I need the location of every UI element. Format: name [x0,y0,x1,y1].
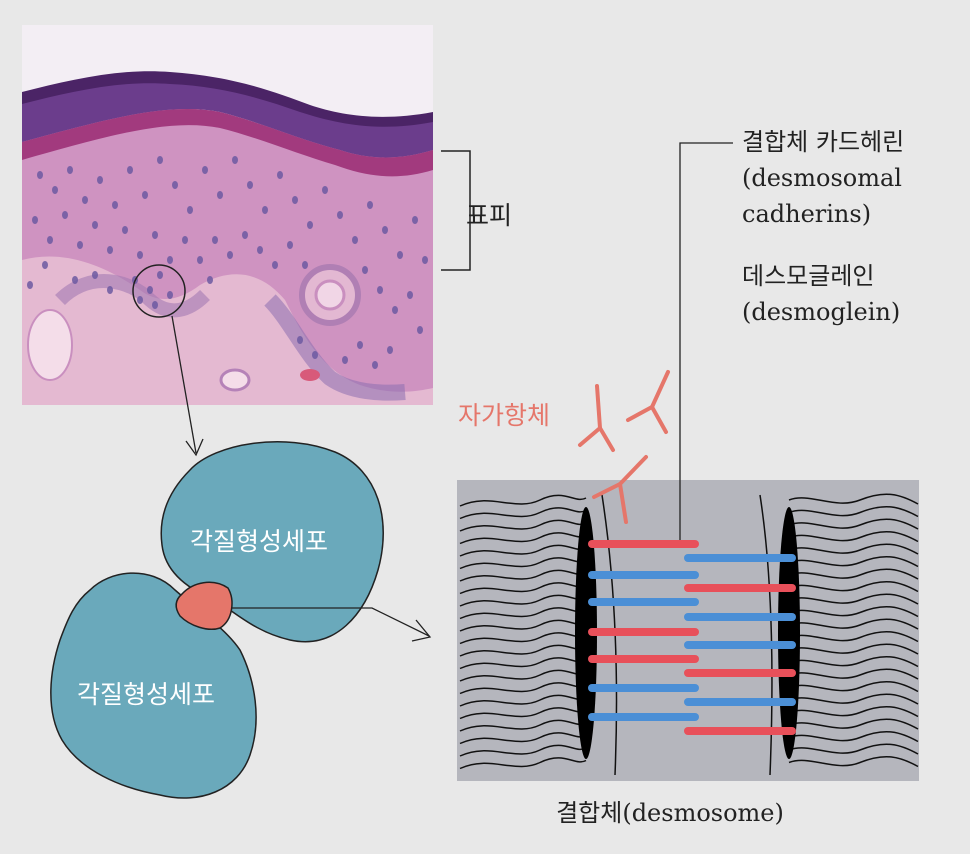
keratin-fiber-right [788,593,919,605]
epidermis-label: 표피 [466,201,513,230]
keratin-fiber-right [788,718,919,730]
desmosomal-cadherins-en2: cadherins) [742,200,872,228]
keratin-fiber-right [788,680,919,693]
autoantibody-label: 자가항체 [458,401,551,430]
keratin-fiber-left [459,532,587,545]
keratin-fiber-right [788,693,919,705]
keratin-fiber-left [459,744,587,757]
keratin-fiber-right [788,543,919,555]
keratin-fiber-right [788,605,919,618]
keratin-fibers [459,493,919,770]
desmosome-caption: 결합체(desmosome) [556,799,784,827]
desmosomal-cadherins-label: 결합체 카드헤린 (desmosomal cadherins) [742,124,904,232]
keratin-fiber-right [788,580,919,593]
keratin-fiber-left [459,582,587,595]
zoom-arrow [171,315,204,457]
keratin-fiber-left [459,494,587,507]
keratin-fiber-right [788,555,919,568]
keratinocyte-label-top: 각질형성세포 [190,527,329,556]
keratin-fiber-right [788,755,919,768]
desmoglein-en: (desmoglein) [742,298,901,326]
junction-arrow [232,607,432,642]
keratin-fiber-right [788,630,919,643]
keratin-fiber-right [788,568,919,580]
keratin-fiber-left [459,544,587,557]
desmosomal-cadherins-ko: 결합체 카드헤린 [742,128,905,156]
desmoglein-label: 데스모글레인 (desmoglein) [742,258,900,330]
keratin-fiber-right [788,618,919,630]
keratin-fiber-left [459,644,587,657]
nuclei [27,156,428,369]
zoom-circle [132,264,186,318]
keratin-fiber-left [459,757,587,770]
cadherin-bars [588,540,796,735]
keratin-fiber-right [788,655,919,668]
y-shaped-antibody-icon [578,370,670,524]
plaque-right [778,507,800,759]
plaque-left [575,507,597,759]
keratin-fiber-left [459,707,587,720]
keratin-fiber-right [788,668,919,680]
membrane-left [601,494,618,776]
skin-histology-image [22,25,433,405]
desmoglein-ko: 데스모글레인 [742,262,875,290]
keratin-fiber-left [459,519,587,532]
keratin-fiber-right [788,493,919,505]
keratin-fiber-left [459,507,587,520]
keratin-fiber-left [459,557,587,570]
keratin-fiber-right [788,730,919,743]
keratin-fiber-right [788,743,919,755]
keratin-fiber-left [459,607,587,620]
desmosomal-cadherins-en1: (desmosomal [742,164,902,192]
keratin-fiber-left [459,632,587,645]
keratin-fiber-left [459,682,587,695]
keratin-fiber-right [788,643,919,655]
keratin-fiber-right [788,518,919,530]
keratin-fiber-left [459,594,587,607]
cadherin-pointer-line [679,142,733,540]
epidermis-bracket [441,150,471,271]
keratin-fiber-left [459,694,587,707]
keratin-fiber-left [459,569,587,582]
keratin-fiber-left [459,669,587,682]
keratin-fiber-left [459,657,587,670]
keratin-fiber-right [788,705,919,718]
keratin-fiber-right [788,505,919,518]
keratin-fiber-left [459,719,587,732]
desmosome-junction-spot [175,581,233,630]
keratin-fiber-right [788,530,919,543]
keratinocyte-label-bottom: 각질형성세포 [77,680,216,709]
keratin-fiber-left [459,732,587,745]
keratin-fiber-left [459,619,587,632]
